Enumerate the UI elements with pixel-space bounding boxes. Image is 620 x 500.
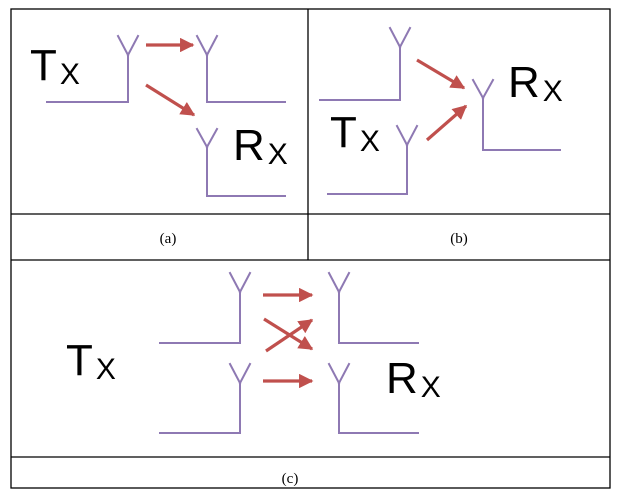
outer-border (10, 8, 611, 489)
caption-a: (a) (160, 231, 177, 247)
tx-antenna-bottom (159, 362, 252, 434)
caption-b: (b) (450, 231, 468, 247)
tx-antenna (46, 34, 140, 103)
caption-c: (c) (282, 471, 299, 487)
rx-antenna-bottom (195, 127, 286, 197)
tx-antenna-bottom (327, 124, 419, 195)
tx-antenna-top (159, 271, 252, 344)
rx-antenna-top (195, 34, 286, 103)
arrow-c-cross-down (263, 317, 314, 351)
rx-antenna-top (327, 271, 419, 344)
tx-antenna-top (319, 26, 412, 101)
arrow-b-top (416, 58, 466, 90)
table-grid (10, 8, 611, 489)
rx-antenna (471, 78, 561, 151)
arrow-c-cross-up (265, 318, 314, 353)
arrow-a-diagonal (145, 83, 196, 117)
arrow-b-bottom (425, 104, 468, 142)
rx-antenna-bottom (327, 362, 419, 434)
